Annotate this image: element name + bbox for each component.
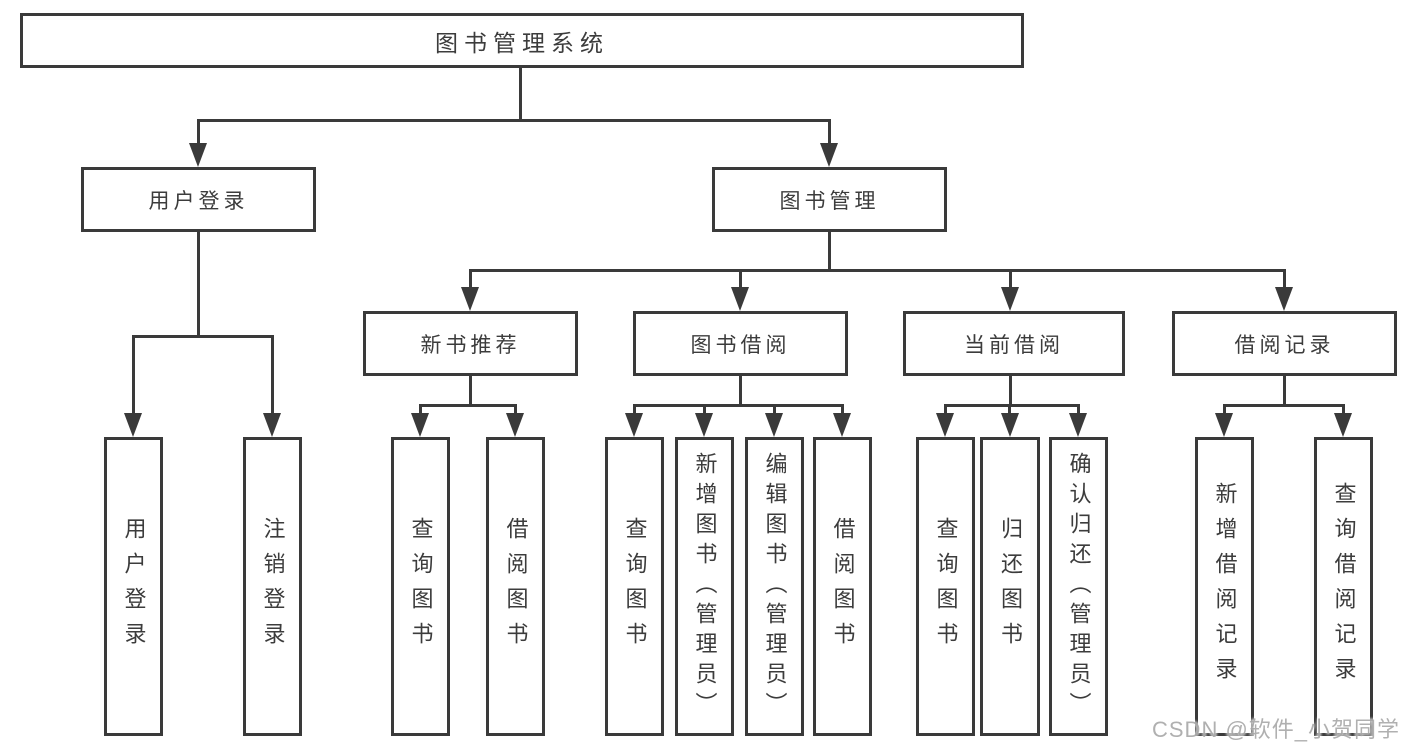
connector-root-drop [519, 68, 522, 122]
connector-drop [1342, 404, 1345, 415]
node-new-book-recommend: 新书推荐 [363, 311, 578, 376]
leaf-label: 用户登录 [121, 516, 147, 657]
connector-drop [1077, 404, 1080, 415]
connector-drop [944, 404, 947, 415]
arrow-down-icon [1001, 413, 1019, 437]
leaf-add-borrow-record: 新增借阅记录 [1195, 437, 1254, 736]
connector-drop [419, 404, 422, 415]
arrow-down-icon [506, 413, 524, 437]
connector-drop [469, 376, 472, 407]
leaf-label: 查询图书 [408, 516, 434, 657]
arrow-down-icon [1275, 287, 1293, 311]
connector-drop [739, 269, 742, 289]
connector-drop [197, 119, 200, 146]
node-label: 借阅记录 [1234, 333, 1335, 357]
leaf-label: 新增图书（管理员） [692, 451, 718, 722]
connector-book-mgmt-bus [469, 269, 1286, 272]
connector-bus [944, 404, 1080, 407]
node-user-login: 用户登录 [81, 167, 316, 232]
connector-drop [1009, 269, 1012, 289]
arrow-down-icon [731, 287, 749, 311]
connector-bus [633, 404, 844, 407]
leaf-label: 归还图书 [998, 516, 1023, 657]
connector-drop [841, 404, 844, 415]
leaf-query-books-borrow: 查询图书 [605, 437, 664, 736]
arrow-down-icon [936, 413, 954, 437]
arrow-down-icon [625, 413, 643, 437]
connector-drop [703, 404, 706, 415]
arrow-down-icon [124, 413, 142, 437]
connector-book-mgmt-drop [828, 232, 831, 272]
leaf-logout: 注销登录 [243, 437, 302, 736]
leaf-label: 注销登录 [260, 516, 286, 657]
leaf-borrow-books: 借阅图书 [813, 437, 872, 736]
leaf-query-borrow-record: 查询借阅记录 [1314, 437, 1373, 736]
connector-bus [1223, 404, 1345, 407]
connector-user-login-bus [132, 335, 274, 338]
arrow-down-icon [461, 287, 479, 311]
arrow-down-icon [695, 413, 713, 437]
connector-drop [132, 335, 135, 415]
leaf-return-books: 归还图书 [980, 437, 1040, 736]
connector-drop [828, 119, 831, 146]
connector-drop [271, 335, 274, 415]
leaf-label: 编辑图书（管理员） [762, 451, 788, 722]
arrow-down-icon [1334, 413, 1352, 437]
connector-drop [514, 404, 517, 415]
connector-drop [1223, 404, 1226, 415]
connector-drop [1009, 376, 1012, 407]
connector-bus [419, 404, 517, 407]
leaf-label: 查询借阅记录 [1331, 481, 1357, 692]
connector-drop [1283, 269, 1286, 289]
connector-user-login-drop [197, 232, 200, 338]
node-current-borrow: 当前借阅 [903, 311, 1125, 376]
connector-drop [739, 376, 742, 407]
node-label: 图书管理 [779, 189, 880, 213]
arrow-down-icon [1001, 287, 1019, 311]
leaf-user-login: 用户登录 [104, 437, 163, 736]
leaf-label: 借阅图书 [830, 516, 856, 657]
arrow-down-icon [263, 413, 281, 437]
arrow-down-icon [411, 413, 429, 437]
node-label: 图书管理系统 [435, 29, 609, 56]
leaf-borrow-books-recommend: 借阅图书 [486, 437, 545, 736]
arrow-down-icon [1215, 413, 1233, 437]
leaf-query-books-recommend: 查询图书 [391, 437, 450, 736]
leaf-label: 查询图书 [622, 516, 648, 657]
node-label: 用户登录 [148, 189, 249, 213]
node-label: 图书借阅 [690, 333, 791, 357]
connector-drop [633, 404, 636, 415]
arrow-down-icon [1069, 413, 1087, 437]
arrow-down-icon [189, 143, 207, 167]
node-label: 当前借阅 [964, 333, 1064, 357]
arrow-down-icon [765, 413, 783, 437]
leaf-query-books-current: 查询图书 [916, 437, 975, 736]
leaf-label: 确认归还（管理员） [1066, 451, 1092, 722]
leaf-add-books-admin: 新增图书（管理员） [675, 437, 734, 736]
leaf-label: 查询图书 [933, 516, 959, 657]
arrow-down-icon [820, 143, 838, 167]
leaf-label: 新增借阅记录 [1212, 481, 1238, 692]
leaf-confirm-return-admin: 确认归还（管理员） [1049, 437, 1108, 736]
connector-drop [1283, 376, 1286, 407]
connector-drop [1008, 404, 1011, 415]
connector-drop [469, 269, 472, 289]
connector-drop [773, 404, 776, 415]
node-book-management: 图书管理 [712, 167, 947, 232]
node-library-system: 图书管理系统 [20, 13, 1024, 68]
node-book-borrow: 图书借阅 [633, 311, 848, 376]
connector-root-bus [197, 119, 830, 122]
arrow-down-icon [833, 413, 851, 437]
leaf-edit-books-admin: 编辑图书（管理员） [745, 437, 804, 736]
node-label: 新书推荐 [420, 333, 521, 357]
leaf-label: 借阅图书 [503, 516, 529, 657]
node-borrow-records: 借阅记录 [1172, 311, 1397, 376]
watermark: CSDN @软件_小贺同学 [1152, 717, 1401, 742]
